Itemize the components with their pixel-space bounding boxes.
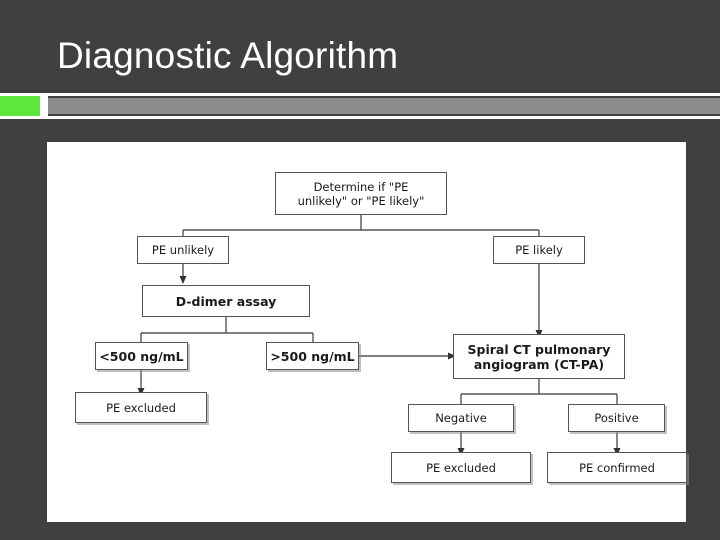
node-spiral-ct-pa[interactable]: Spiral CT pulmonary angiogram (CT-PA): [453, 334, 625, 379]
content-image-panel: Determine if "PE unlikely" or "PE likely…: [47, 142, 687, 522]
node-ct-negative[interactable]: Negative: [408, 404, 514, 432]
node-pe-unlikely[interactable]: PE unlikely: [137, 236, 229, 264]
node-determine-pe-likelihood[interactable]: Determine if "PE unlikely" or "PE likely…: [275, 172, 447, 215]
node-d-dimer-below-500[interactable]: <500 ng/mL: [95, 342, 188, 370]
node-label-line2: angiogram (CT-PA): [473, 356, 605, 372]
node-pe-excluded-left[interactable]: PE excluded: [75, 392, 207, 423]
rule-bottom-line: [0, 116, 720, 119]
node-d-dimer-above-500[interactable]: >500 ng/mL: [266, 342, 359, 370]
diagnostic-flowchart: Determine if "PE unlikely" or "PE likely…: [47, 142, 687, 522]
node-label-line2: unlikely" or "PE likely": [297, 193, 425, 208]
accent-gap: [40, 96, 48, 116]
node-pe-likely[interactable]: PE likely: [493, 236, 585, 264]
accent-green-block: [0, 96, 40, 116]
node-label-line1: Spiral CT pulmonary: [467, 341, 611, 357]
page-title: Diagnostic Algorithm: [57, 35, 399, 76]
node-ct-positive[interactable]: Positive: [568, 404, 665, 432]
flowchart-connectors: [137, 215, 621, 456]
accent-gray-bar: [48, 98, 720, 114]
node-d-dimer-assay[interactable]: D-dimer assay: [142, 285, 310, 317]
node-pe-confirmed[interactable]: PE confirmed: [547, 452, 687, 483]
node-label-line1: Determine if "PE: [313, 179, 409, 194]
title-accent-rule: [0, 93, 720, 119]
node-pe-excluded-right[interactable]: PE excluded: [391, 452, 531, 483]
rule-top-line: [0, 93, 720, 96]
